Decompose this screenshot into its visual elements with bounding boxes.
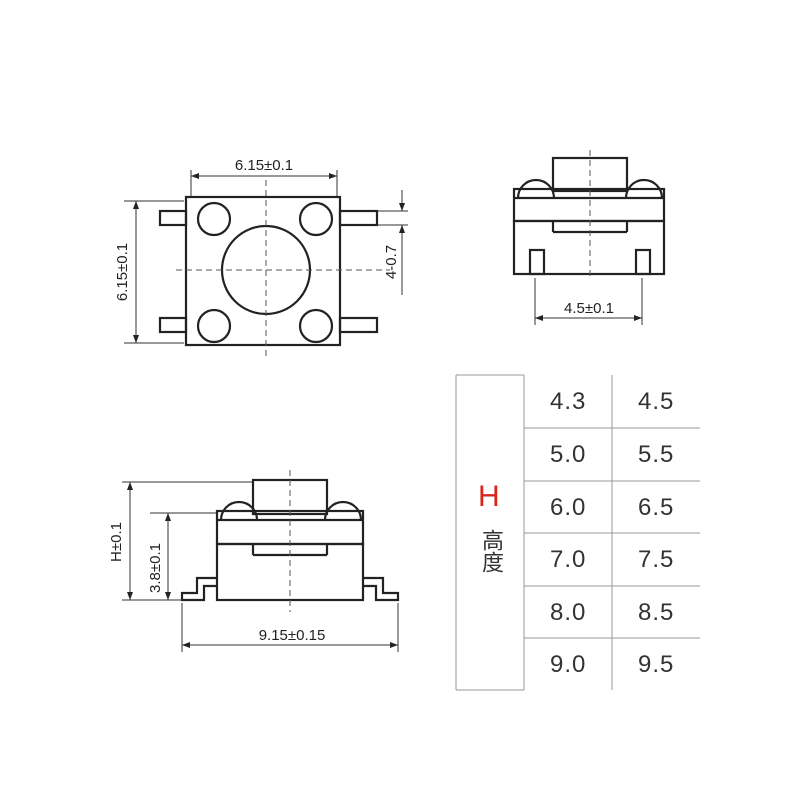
side-view <box>122 470 400 652</box>
height-value: 6.5 <box>638 494 675 521</box>
height-label-cn: 高度 <box>478 529 503 573</box>
height-value: 8.5 <box>638 599 675 626</box>
front-view <box>512 150 666 325</box>
height-value: 4.5 <box>638 388 675 415</box>
dim-pin-spacing: 4-0.7 <box>383 245 400 279</box>
dim-side-height: 6.15±0.1 <box>114 243 131 301</box>
height-value: 8.0 <box>550 599 587 626</box>
height-value: 7.0 <box>550 546 587 573</box>
top-view <box>124 170 408 360</box>
height-value: 5.5 <box>638 441 675 468</box>
dim-top-width: 6.15±0.1 <box>235 157 293 174</box>
dim-front-width: 4.5±0.1 <box>564 300 614 317</box>
height-value: 9.5 <box>638 651 675 678</box>
height-label: H <box>478 480 500 513</box>
dim-body-height: 3.8±0.1 <box>147 543 164 593</box>
dim-height-h: H±0.1 <box>108 522 125 562</box>
height-table-grid <box>455 374 700 691</box>
height-value: 7.5 <box>638 546 675 573</box>
dim-total-length: 9.15±0.15 <box>259 627 326 644</box>
height-value: 9.0 <box>550 651 587 678</box>
height-value: 4.3 <box>550 388 587 415</box>
height-value: 5.0 <box>550 441 587 468</box>
height-value: 6.0 <box>550 494 587 521</box>
